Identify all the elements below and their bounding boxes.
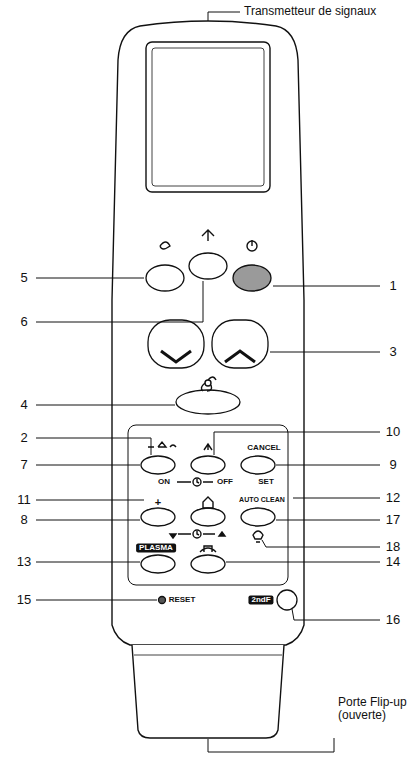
reset-hole	[159, 597, 166, 604]
button-text: RESET	[169, 596, 196, 605]
callout-number: 2	[20, 431, 27, 445]
remote-body	[112, 21, 304, 738]
button-4	[176, 390, 240, 414]
caption-label: Transmetteur de signaux	[244, 5, 376, 18]
button-13	[141, 555, 175, 573]
flip-door	[132, 645, 284, 738]
callout-number: 9	[389, 458, 396, 472]
callout-number: 14	[386, 555, 400, 569]
caption-label: Porte Flip-up (ouverte)	[338, 696, 416, 722]
callout-number: 18	[386, 540, 400, 554]
button-9	[241, 456, 275, 474]
callout-number: 13	[17, 555, 31, 569]
button-text: OFF	[217, 478, 233, 487]
button-1	[233, 265, 271, 291]
button-text: ON	[158, 478, 170, 487]
button-text: PLASMA	[136, 544, 176, 553]
button-text: CANCEL	[247, 444, 280, 453]
button-symbols	[148, 230, 263, 552]
callout-number: 3	[389, 345, 396, 359]
button-7	[141, 456, 175, 474]
button-16	[277, 590, 297, 610]
callout-number: 17	[386, 513, 400, 527]
button-text: SET	[258, 478, 274, 487]
leader-lines	[36, 12, 380, 752]
button-text: AUTO CLEAN	[239, 496, 285, 504]
callout-number: 10	[386, 425, 400, 439]
button-text: +	[155, 496, 161, 508]
callout-number: 12	[386, 491, 400, 505]
button-10	[191, 456, 225, 474]
callout-number: 11	[17, 493, 31, 507]
callout-number: 6	[20, 315, 27, 329]
button-text: 2ndF	[248, 596, 273, 605]
callout-number: 5	[20, 271, 27, 285]
button-6	[189, 253, 227, 279]
button-5	[146, 265, 184, 291]
callout-number: 8	[20, 513, 27, 527]
callout-number: 15	[17, 593, 31, 607]
display-screen	[146, 42, 270, 192]
button-17	[241, 508, 275, 526]
callout-number: 7	[20, 458, 27, 472]
callout-number: 16	[386, 613, 400, 627]
button-14	[191, 555, 225, 573]
callout-number: 4	[20, 398, 27, 412]
button-down	[148, 320, 204, 368]
button-8	[141, 508, 175, 526]
callout-number: 1	[389, 279, 396, 293]
button-11	[191, 508, 225, 526]
button-up	[212, 320, 268, 368]
